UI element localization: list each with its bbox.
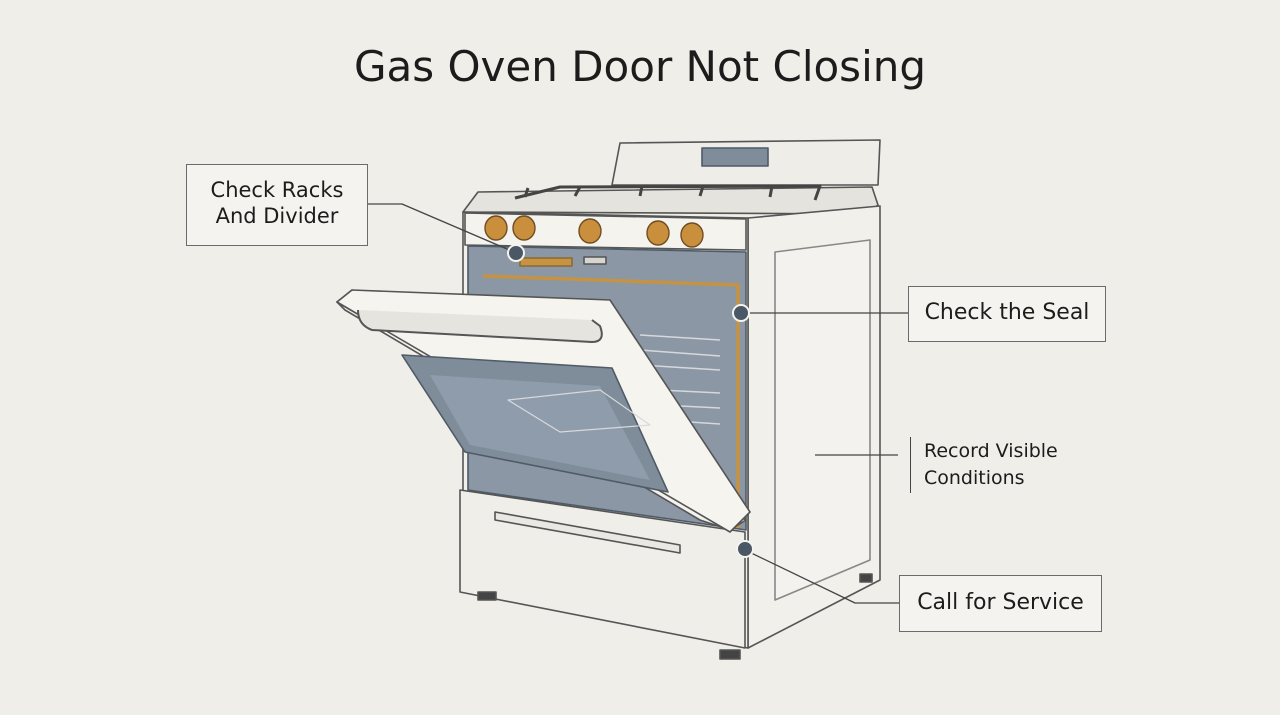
side-panel [747, 205, 881, 649]
storage-drawer [459, 489, 873, 660]
callout-check-seal: Check the Seal [908, 286, 1106, 342]
callout-call-service: Call for Service [899, 575, 1102, 632]
callout-record-conditions: Record Visible Conditions [910, 437, 1090, 493]
leader-lines [368, 203, 908, 604]
cooktop [462, 184, 879, 215]
backsplash [611, 139, 881, 186]
oven-door [336, 289, 751, 533]
page-title: Gas Oven Door Not Closing [353, 42, 927, 91]
callout-marker-icon [507, 244, 754, 558]
callout-check-racks: Check Racks And Divider [186, 164, 368, 246]
control-knobs [484, 215, 704, 248]
